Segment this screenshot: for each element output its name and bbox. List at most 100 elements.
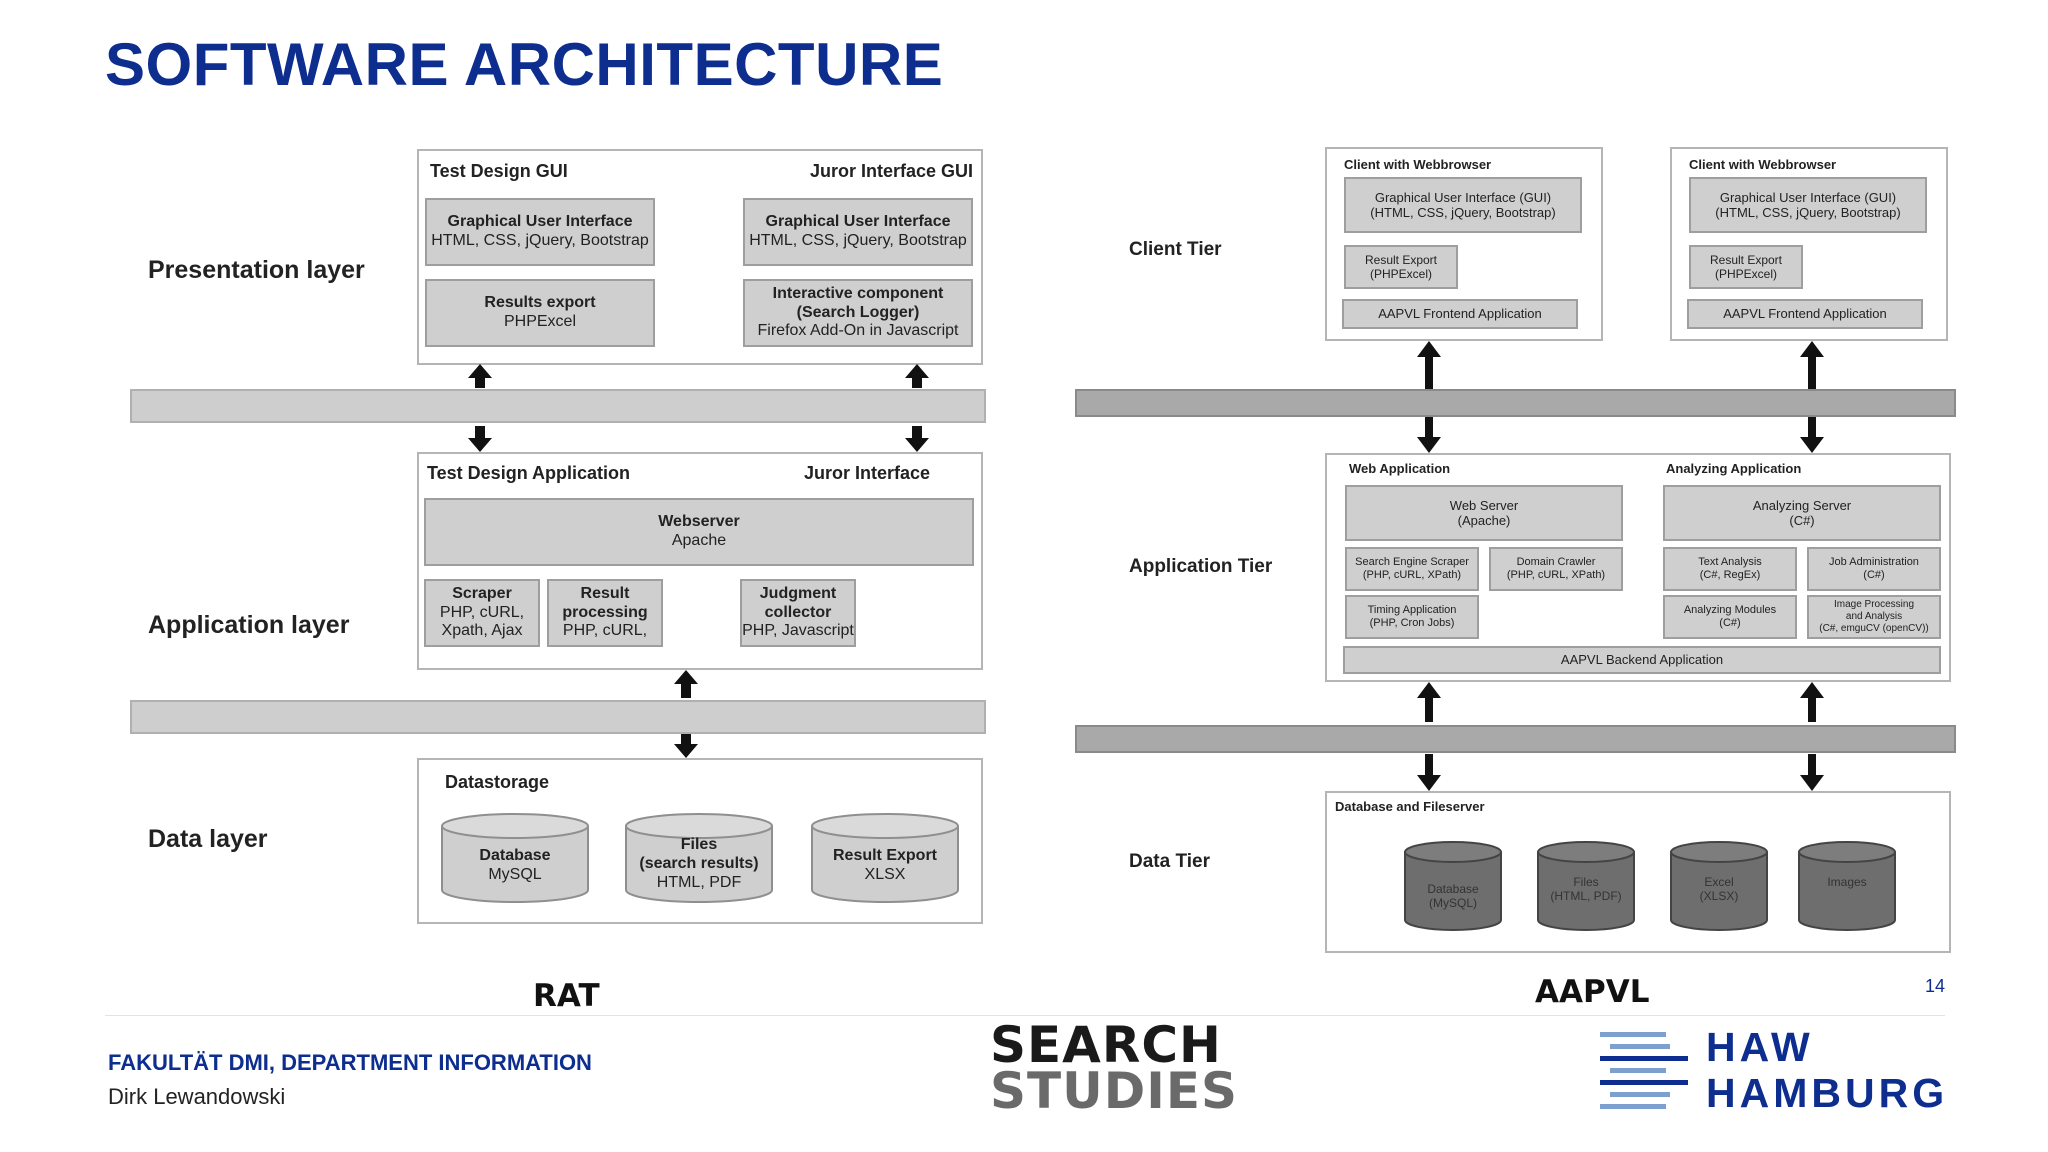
rat-results-export-box: Results export PHPExcel [425, 279, 655, 347]
excel-label: Excel [1704, 875, 1734, 889]
web-application-heading: Web Application [1349, 461, 1451, 476]
judgment-title-2: collector [764, 603, 832, 621]
client-gui-box: Graphical User Interface (GUI) (HTML, CS… [1689, 177, 1927, 233]
aapvl-files-cylinder: Files (HTML, PDF) [1536, 840, 1636, 932]
client-tier-label: Client Tier [1129, 239, 1222, 260]
client-export-box: Result Export (PHPExcel) [1689, 245, 1803, 289]
client-heading: Client with Webbrowser [1689, 157, 1837, 172]
webserver-tech: Apache [671, 532, 727, 549]
job-admin-label: Job Administration [1829, 556, 1919, 569]
faculty-label: FAKULTÄT DMI, DEPARTMENT INFORMATION [108, 1050, 592, 1075]
arrow-up-icon [1417, 682, 1441, 722]
job-admin-tech: (C#) [1863, 569, 1885, 581]
client-frontend-box: AAPVL Frontend Application [1342, 299, 1578, 329]
gui-label: Graphical User Interface (GUI) [1719, 189, 1897, 205]
files-title-2: (search results) [639, 854, 759, 872]
rat-files-cylinder: Files (search results) HTML, PDF [624, 812, 774, 904]
web-server-tech: (Apache) [1457, 513, 1511, 528]
timing-application-box: Timing Application (PHP, Cron Jobs) [1345, 595, 1479, 639]
search-studies-logo: SEARCH STUDIES [990, 1020, 1238, 1120]
modules-label: Analyzing Modules [1683, 604, 1777, 617]
rat-gui-box-right: Graphical User Interface HTML, CSS, jQue… [743, 198, 973, 266]
rat-interactive-component-box: Interactive component (Search Logger) Fi… [743, 279, 973, 347]
arrow-up-icon [1800, 341, 1824, 389]
arrow-up-icon [674, 670, 698, 698]
rat-result-processing-box: Result processing PHP, cURL, [547, 579, 663, 647]
haw-hamburg-logo: HAW HAMBURG [1706, 1024, 1948, 1116]
web-server-label: Web Server [1449, 497, 1519, 513]
datastorage-heading: Datastorage [445, 772, 550, 792]
test-design-application-heading: Test Design Application [427, 463, 631, 483]
export-tech: PHPExcel [503, 313, 577, 330]
export-label: Result Export [1709, 252, 1783, 267]
rat-arrow-pair-left [468, 364, 492, 452]
data-layer-label: Data layer [148, 825, 268, 853]
cylinder-shape [625, 813, 773, 903]
gui-tech: (HTML, CSS, jQuery, Bootstrap) [1715, 205, 1901, 220]
aapvl-bar-2 [1075, 725, 1956, 753]
aapvl-application-frame: Web Application Analyzing Application We… [1325, 453, 1951, 682]
cylinder-shape [1798, 841, 1896, 931]
search-engine-scraper-box: Search Engine Scraper (PHP, cURL, XPath) [1345, 547, 1479, 591]
cylinder-shape [1404, 841, 1502, 931]
files-tech: (HTML, PDF) [1550, 889, 1622, 904]
backend-label: AAPVL Backend Application [1560, 652, 1724, 668]
scraper-tech-2: Xpath, Ajax [441, 622, 523, 640]
rat-database-cylinder: Database MySQL [440, 812, 590, 904]
gui-title: Graphical User Interface [765, 213, 951, 231]
aapvl-database-cylinder: Database (MySQL) [1403, 840, 1503, 932]
modules-tech: (C#) [1719, 617, 1741, 629]
webserver-title: Webserver [658, 513, 740, 531]
data-tier-label: Data Tier [1129, 851, 1210, 872]
excel-tech: (XLSX) [1699, 889, 1739, 904]
interactive-tech: Firefox Add-On in Javascript [757, 322, 959, 340]
analyzing-modules-box: Analyzing Modules (C#) [1663, 595, 1797, 639]
scraper-title: Scraper [452, 584, 512, 602]
arrow-down-icon [1417, 754, 1441, 791]
analyzing-server-tech: (C#) [1789, 513, 1815, 528]
crawler-tech: (PHP, cURL, XPath) [1506, 569, 1606, 581]
interactive-title-2: (Search Logger) [796, 303, 920, 321]
job-administration-box: Job Administration (C#) [1807, 547, 1941, 591]
aapvl-arrow-client-right [1800, 341, 1824, 453]
image-processing-label-2: and Analysis [1845, 611, 1903, 623]
scraper-tech: (PHP, cURL, XPath) [1362, 569, 1462, 581]
image-processing-box: Image Processing and Analysis (C#, emguC… [1807, 595, 1941, 639]
timing-label: Timing Application [1367, 604, 1457, 617]
timing-tech: (PHP, Cron Jobs) [1369, 617, 1455, 629]
image-processing-tech: (C#, emguCV (openCV)) [1819, 622, 1929, 634]
logo-studies-text: STUDIES [990, 1062, 1238, 1120]
backend-application-box: AAPVL Backend Application [1343, 646, 1941, 674]
cylinder-shape [1537, 841, 1635, 931]
rat-result-export-cylinder: Result Export XLSX [810, 812, 960, 904]
database-tech: (MySQL) [1429, 896, 1477, 911]
scraper-tech: PHP, cURL, [439, 603, 525, 621]
aapvl-images-cylinder: Images [1797, 840, 1897, 932]
frontend-label: AAPVL Frontend Application [1723, 306, 1887, 322]
application-tier-label: Application Tier [1129, 556, 1273, 577]
arrow-up-icon [1417, 341, 1441, 389]
database-title: Database [479, 847, 551, 864]
application-layer-label: Application layer [148, 611, 350, 639]
export-tech: (PHPExcel) [1714, 267, 1777, 281]
gui-title: Graphical User Interface [447, 213, 633, 231]
rat-gui-box-left: Graphical User Interface HTML, CSS, jQue… [425, 198, 655, 266]
database-tech: MySQL [488, 865, 542, 883]
slide-title: SOFTWARE ARCHITECTURE [105, 31, 944, 98]
arrow-down-icon [1417, 417, 1441, 453]
images-label: Images [1827, 875, 1867, 889]
judgment-tech: PHP, Javascript [742, 622, 854, 640]
rat-judgment-collector-box: Judgment collector PHP, Javascript [740, 579, 856, 647]
arrow-down-icon [468, 426, 492, 452]
arrow-down-icon [1800, 754, 1824, 791]
aapvl-client-frame-right: Client with Webbrowser Graphical User In… [1670, 147, 1948, 341]
rat-webserver-box: Webserver Apache [424, 498, 974, 566]
gui-tech: HTML, CSS, jQuery, Bootstrap [749, 232, 967, 249]
files-title: Files [680, 836, 718, 853]
gui-tech: (HTML, CSS, jQuery, Bootstrap) [1370, 205, 1556, 220]
rat-arrow-pair-right [905, 364, 929, 452]
arrow-down-icon [905, 426, 929, 452]
result-title-2: processing [562, 603, 648, 621]
result-export-title: Result Export [832, 847, 937, 864]
scraper-label: Search Engine Scraper [1355, 556, 1469, 569]
